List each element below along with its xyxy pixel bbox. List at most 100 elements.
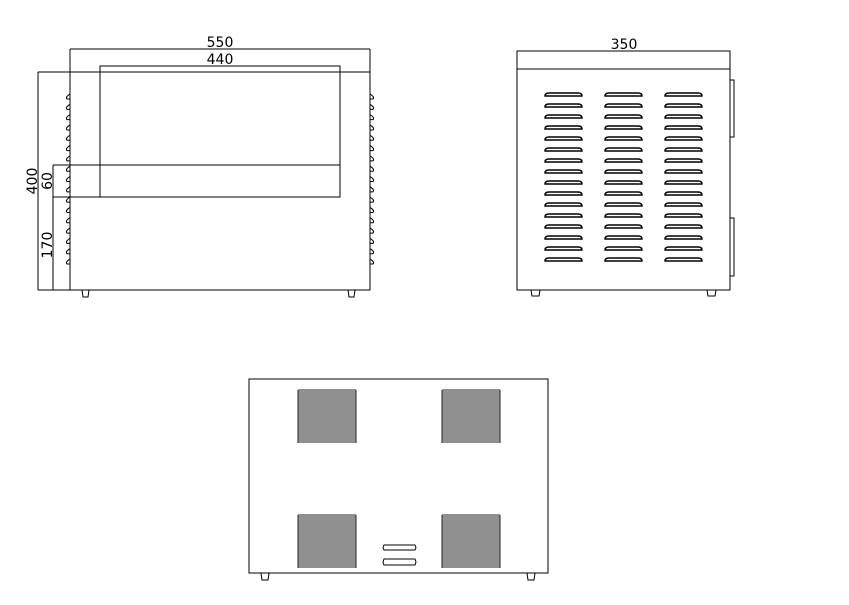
- vent-slot: [544, 158, 583, 163]
- louver-bump: [369, 114, 375, 121]
- dim-label-60: 60: [40, 172, 56, 190]
- louver-bump: [65, 103, 71, 110]
- louver-bump: [65, 237, 71, 244]
- front-panel-outline: [99, 65, 341, 198]
- louver-bump: [369, 103, 375, 110]
- louver-bump: [65, 248, 71, 255]
- vent-slot: [604, 136, 643, 141]
- foot: [347, 289, 356, 298]
- foot: [260, 572, 270, 581]
- dim-label-350: 350: [611, 37, 638, 53]
- side-body-outline: [516, 50, 731, 291]
- louver-bump: [65, 176, 71, 182]
- vent-slot: [664, 224, 703, 229]
- dim-label-400: 400: [25, 168, 41, 195]
- vent-slot: [604, 103, 643, 108]
- louver-bump: [369, 134, 375, 141]
- vent-slot: [544, 257, 583, 262]
- vent-slot: [544, 103, 583, 108]
- vent-slot: [544, 169, 583, 174]
- vent-slot: [544, 136, 583, 141]
- vent-slot: [604, 191, 643, 196]
- louver-bump: [369, 237, 375, 244]
- vent-slot: [604, 114, 643, 119]
- louver-bump: [65, 114, 71, 121]
- vent-slot: [664, 147, 703, 152]
- side-view: 350: [516, 37, 735, 297]
- vent-slot: [664, 235, 703, 240]
- side-handle: [729, 79, 735, 138]
- louver-bump: [65, 93, 71, 100]
- vent-slot: [664, 92, 703, 97]
- foot: [530, 289, 541, 297]
- vent-slot: [664, 246, 703, 251]
- front-body-outline: [69, 71, 371, 291]
- louver-bump: [369, 176, 375, 182]
- vent-slot: [604, 213, 643, 218]
- vent-slot: [604, 202, 643, 207]
- louver-bump: [65, 145, 71, 152]
- front-side-louvers: [65, 93, 375, 265]
- louver-bump: [65, 227, 71, 234]
- side-vent-slots: [544, 92, 703, 262]
- vent-slot: [604, 147, 643, 152]
- vent-slot: [604, 235, 643, 240]
- grille: [297, 514, 357, 568]
- vent-slot: [544, 235, 583, 240]
- vent-slot: [664, 169, 703, 174]
- connector: [382, 544, 417, 551]
- vent-slot: [604, 257, 643, 262]
- vent-slot: [604, 158, 643, 163]
- louver-bump: [369, 196, 375, 203]
- vent-slot: [604, 92, 643, 97]
- vent-slot: [604, 246, 643, 251]
- vent-slot: [544, 92, 583, 97]
- louver-bump: [65, 124, 71, 131]
- vent-slot: [544, 246, 583, 251]
- louver-bump: [369, 258, 375, 265]
- louver-bump: [65, 217, 71, 224]
- louver-bump: [369, 145, 375, 152]
- louver-bump: [369, 227, 375, 234]
- grille: [441, 389, 501, 443]
- louver-bump: [369, 248, 375, 255]
- louver-bump: [369, 165, 375, 172]
- vent-slot: [664, 202, 703, 207]
- louver-bump: [369, 124, 375, 131]
- vent-slot: [604, 169, 643, 174]
- vent-slot: [664, 103, 703, 108]
- louver-bump: [65, 134, 71, 141]
- louver-bump: [369, 217, 375, 224]
- louver-bump: [65, 196, 71, 203]
- grille: [297, 389, 357, 443]
- louver-bump: [65, 207, 71, 213]
- vent-slot: [664, 191, 703, 196]
- louver-bump: [65, 258, 71, 265]
- vent-slot: [664, 136, 703, 141]
- vent-slot: [544, 180, 583, 185]
- bottom-view: [248, 378, 549, 581]
- vent-slot: [664, 114, 703, 119]
- vent-slot: [604, 224, 643, 229]
- louver-bump: [369, 155, 375, 162]
- louver-bump: [65, 165, 71, 172]
- vent-slot: [544, 114, 583, 119]
- louver-bump: [65, 186, 71, 193]
- dim-label-550: 550: [207, 35, 234, 51]
- vent-slot: [544, 191, 583, 196]
- bottom-body-outline: [248, 378, 549, 574]
- louver-bump: [369, 207, 375, 213]
- foot: [81, 289, 90, 298]
- vent-slot: [664, 158, 703, 163]
- front-view: 550 440 400 60 170: [25, 35, 375, 298]
- connector: [382, 558, 417, 566]
- louver-bump: [369, 186, 375, 193]
- vent-slot: [544, 224, 583, 229]
- grille: [441, 514, 501, 568]
- vent-slot: [664, 125, 703, 130]
- vent-slot: [664, 213, 703, 218]
- bottom-grilles: [297, 389, 501, 568]
- vent-slot: [664, 180, 703, 185]
- vent-slot: [544, 147, 583, 152]
